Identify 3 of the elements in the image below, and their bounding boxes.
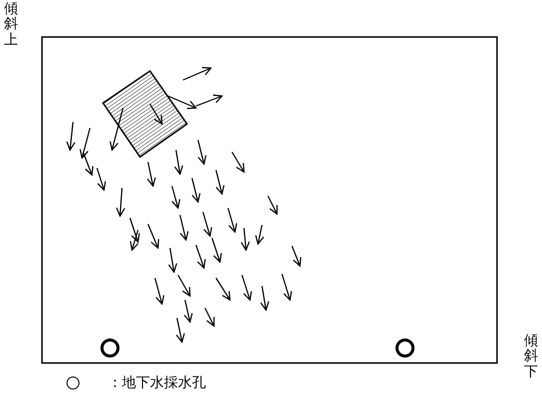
slope-label: 傾斜下 [524,334,538,380]
legend-text: ：地下水採水孔 [108,374,206,392]
slope-label: 傾斜上 [4,2,18,48]
